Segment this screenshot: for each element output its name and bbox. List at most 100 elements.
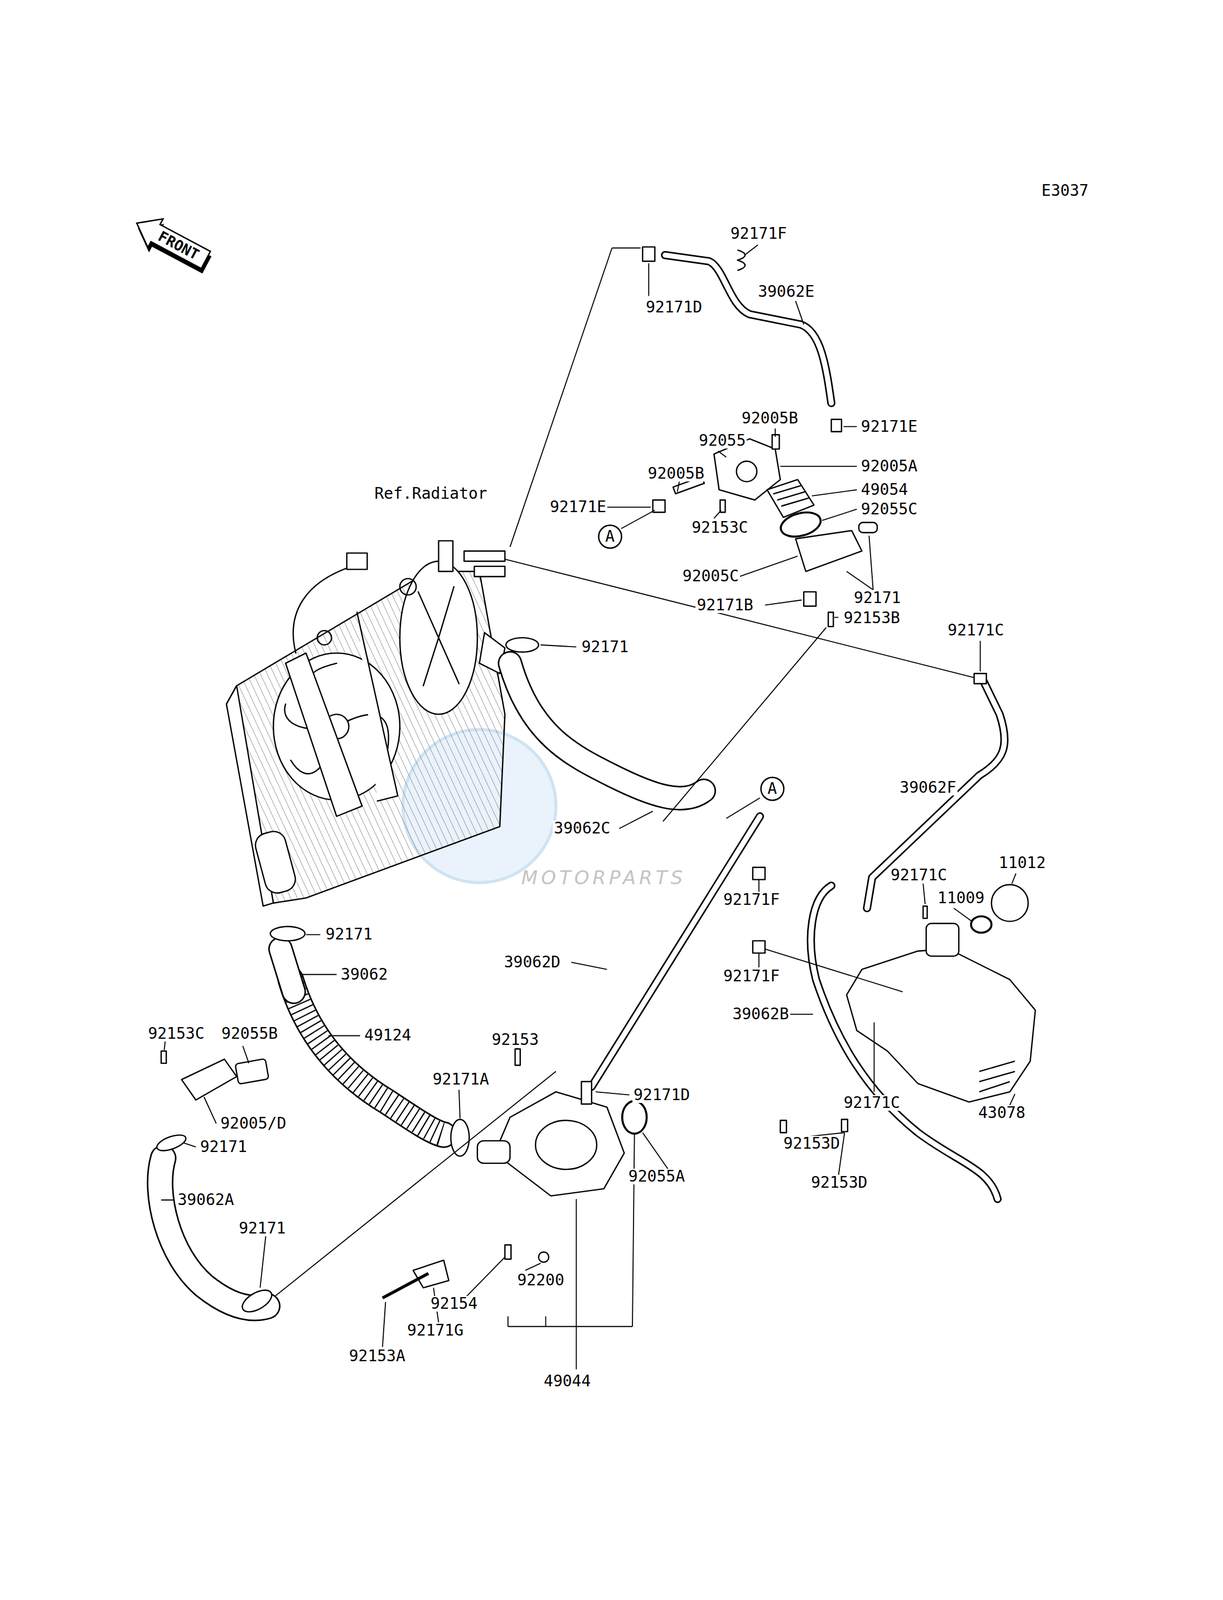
o-ring [622,1100,647,1134]
radiator-pipe [463,550,505,562]
fan-blades [418,586,459,686]
hose-outline [867,678,1005,908]
callout-number: 92171B [695,597,754,613]
callout-number: 92153 [490,1031,540,1048]
callout-number: 92171C [842,1094,902,1111]
hose-fill [280,948,294,992]
fitting-housing [181,1059,238,1100]
callout-number: 92171 [199,1138,249,1155]
callout-number: 92153D [782,1135,841,1152]
callout-number: 92171C [946,622,1005,638]
thermostat-detail [772,485,809,507]
callout-number: 49044 [542,1373,592,1389]
callout-number: 92153B [842,610,902,626]
callout-number: 92171E [859,418,919,435]
hoses [160,254,1005,1308]
callout-number: 92055A [627,1168,686,1184]
callout-number: 39062D [503,954,562,970]
callout-number: 92055C [859,501,919,517]
water-pump [494,1091,625,1196]
clip [922,905,927,918]
callout-number: 92171 [580,639,630,655]
fan-wire [293,566,352,653]
thermostat-cover [795,530,863,572]
callout-number: 92005B [646,465,706,482]
clip [974,673,987,684]
hose-outline [510,663,705,799]
clip [752,867,766,880]
callout-number: 92171A [431,1071,491,1087]
fan-bracket [285,611,398,816]
callout-number: 92153C [146,1025,206,1042]
circle-outline [760,776,784,800]
callout-number: 92005A [859,458,919,475]
bolt [780,1119,787,1133]
callout-number: 49124 [363,1027,413,1043]
callout-number: 92171F [729,225,789,242]
connector [346,552,368,569]
tank-label [979,1060,1015,1092]
callout-number: 92005/D [219,1115,288,1131]
reference-note: Ref.Radiator [373,485,488,502]
spring-clip [737,249,746,271]
bolt [161,1050,167,1063]
bolt [504,1244,511,1259]
callout-number: 92171C [889,867,949,883]
housing-port [736,461,758,482]
callout-number: 39062A [176,1191,235,1208]
hose-fill [867,678,1005,908]
callout-number: 43078 [977,1104,1027,1121]
radiator-pipe [474,566,505,577]
callout-number: 92055 [697,432,747,449]
reference-circle: A [760,776,785,801]
callout-number: 92171 [324,926,374,942]
callout-number: 39062 [339,966,389,983]
callout-number: 92171F [722,968,781,984]
clip [803,591,816,607]
hose-outline [290,979,444,1135]
arrow-shape [129,209,214,275]
reference-letter: A [605,528,615,545]
clamp [270,926,306,941]
callout-number: 11009 [936,890,986,906]
callout-number: 92153A [347,1347,407,1364]
tank-neck [926,922,960,956]
bolt [828,611,834,627]
clamp [238,1285,275,1317]
bracket-clamp [413,1259,449,1288]
reserve-tank [846,948,1036,1102]
callout-number: 92153D [809,1174,869,1191]
clamp [505,637,539,652]
hose-fill [665,254,832,403]
callout-number: 92055B [220,1025,279,1042]
watermark: MOTORPARTS [520,867,688,887]
callout-number: 92200 [515,1272,565,1288]
callout-number: 11012 [997,854,1047,871]
callout-number: 92005B [740,410,800,427]
callout-number: 92171D [644,299,704,316]
bolt [841,1118,848,1131]
pump-cover [535,1119,597,1169]
radiator-filler [438,540,453,572]
gasket [235,1058,269,1085]
hose-corrugation [290,979,444,1135]
circle-outline [598,525,622,549]
grommet [399,578,417,595]
hose-outline [591,815,761,1087]
radiator-hose-stub [252,828,298,896]
clip [642,247,655,262]
grommet [317,630,332,645]
cap-seal [970,916,992,933]
parts-drawing [226,540,505,906]
washer [538,1251,549,1262]
callout-number: 39062E [756,283,816,300]
hose-outline [665,254,832,403]
clamp [858,522,878,533]
pump-inlet [477,1140,511,1163]
diagram-id: E3037 [1040,182,1090,199]
callout-number: 92171F [722,891,781,908]
callout-number: 92153C [690,519,749,536]
bolt [515,1048,521,1065]
pump-nipple [581,1081,592,1104]
